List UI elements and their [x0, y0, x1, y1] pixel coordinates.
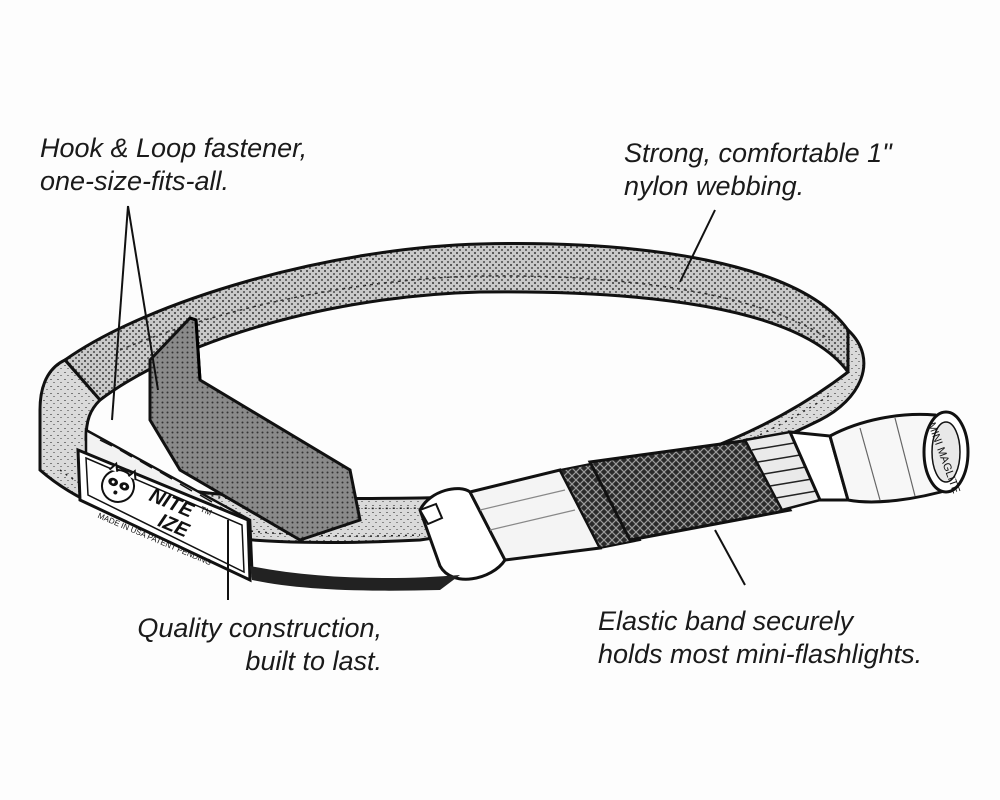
- product-label: NITE TM IZE MADE IN USA PATENT PENDING: [76, 447, 252, 583]
- leader-line-webbing: [679, 209, 716, 283]
- callout-hook-loop: Hook & Loop fastener, one-size-fits-all.: [40, 132, 307, 198]
- hook-loop-flap: [148, 316, 362, 542]
- callout-quality: Quality construction, built to last.: [82, 612, 382, 678]
- callout-webbing-line1: Strong, comfortable 1": [624, 138, 892, 168]
- callout-hook-loop-line2: one-size-fits-all.: [40, 166, 230, 196]
- callout-elastic: Elastic band securely holds most mini-fl…: [598, 605, 922, 671]
- leader-line-hook-left: [111, 205, 129, 421]
- flashlight: MINI MAGLITE: [418, 410, 970, 581]
- leader-line-hook-right: [127, 205, 159, 391]
- callout-webbing: Strong, comfortable 1" nylon webbing.: [624, 137, 892, 203]
- leader-lines: [111, 205, 746, 600]
- callout-elastic-line2: holds most mini-flashlights.: [598, 639, 923, 669]
- callout-webbing-line2: nylon webbing.: [624, 171, 805, 201]
- elastic-band: [587, 438, 793, 542]
- leader-line-elastic: [714, 529, 746, 586]
- raccoon-logo-icon: [101, 461, 137, 503]
- callout-quality-line2: built to last.: [245, 646, 382, 676]
- belt-shadow: [250, 566, 460, 591]
- callout-quality-line1: Quality construction,: [137, 613, 382, 643]
- callout-elastic-line1: Elastic band securely: [598, 606, 854, 636]
- brand-trademark: TM: [199, 505, 213, 518]
- callout-hook-loop-line1: Hook & Loop fastener,: [40, 133, 308, 163]
